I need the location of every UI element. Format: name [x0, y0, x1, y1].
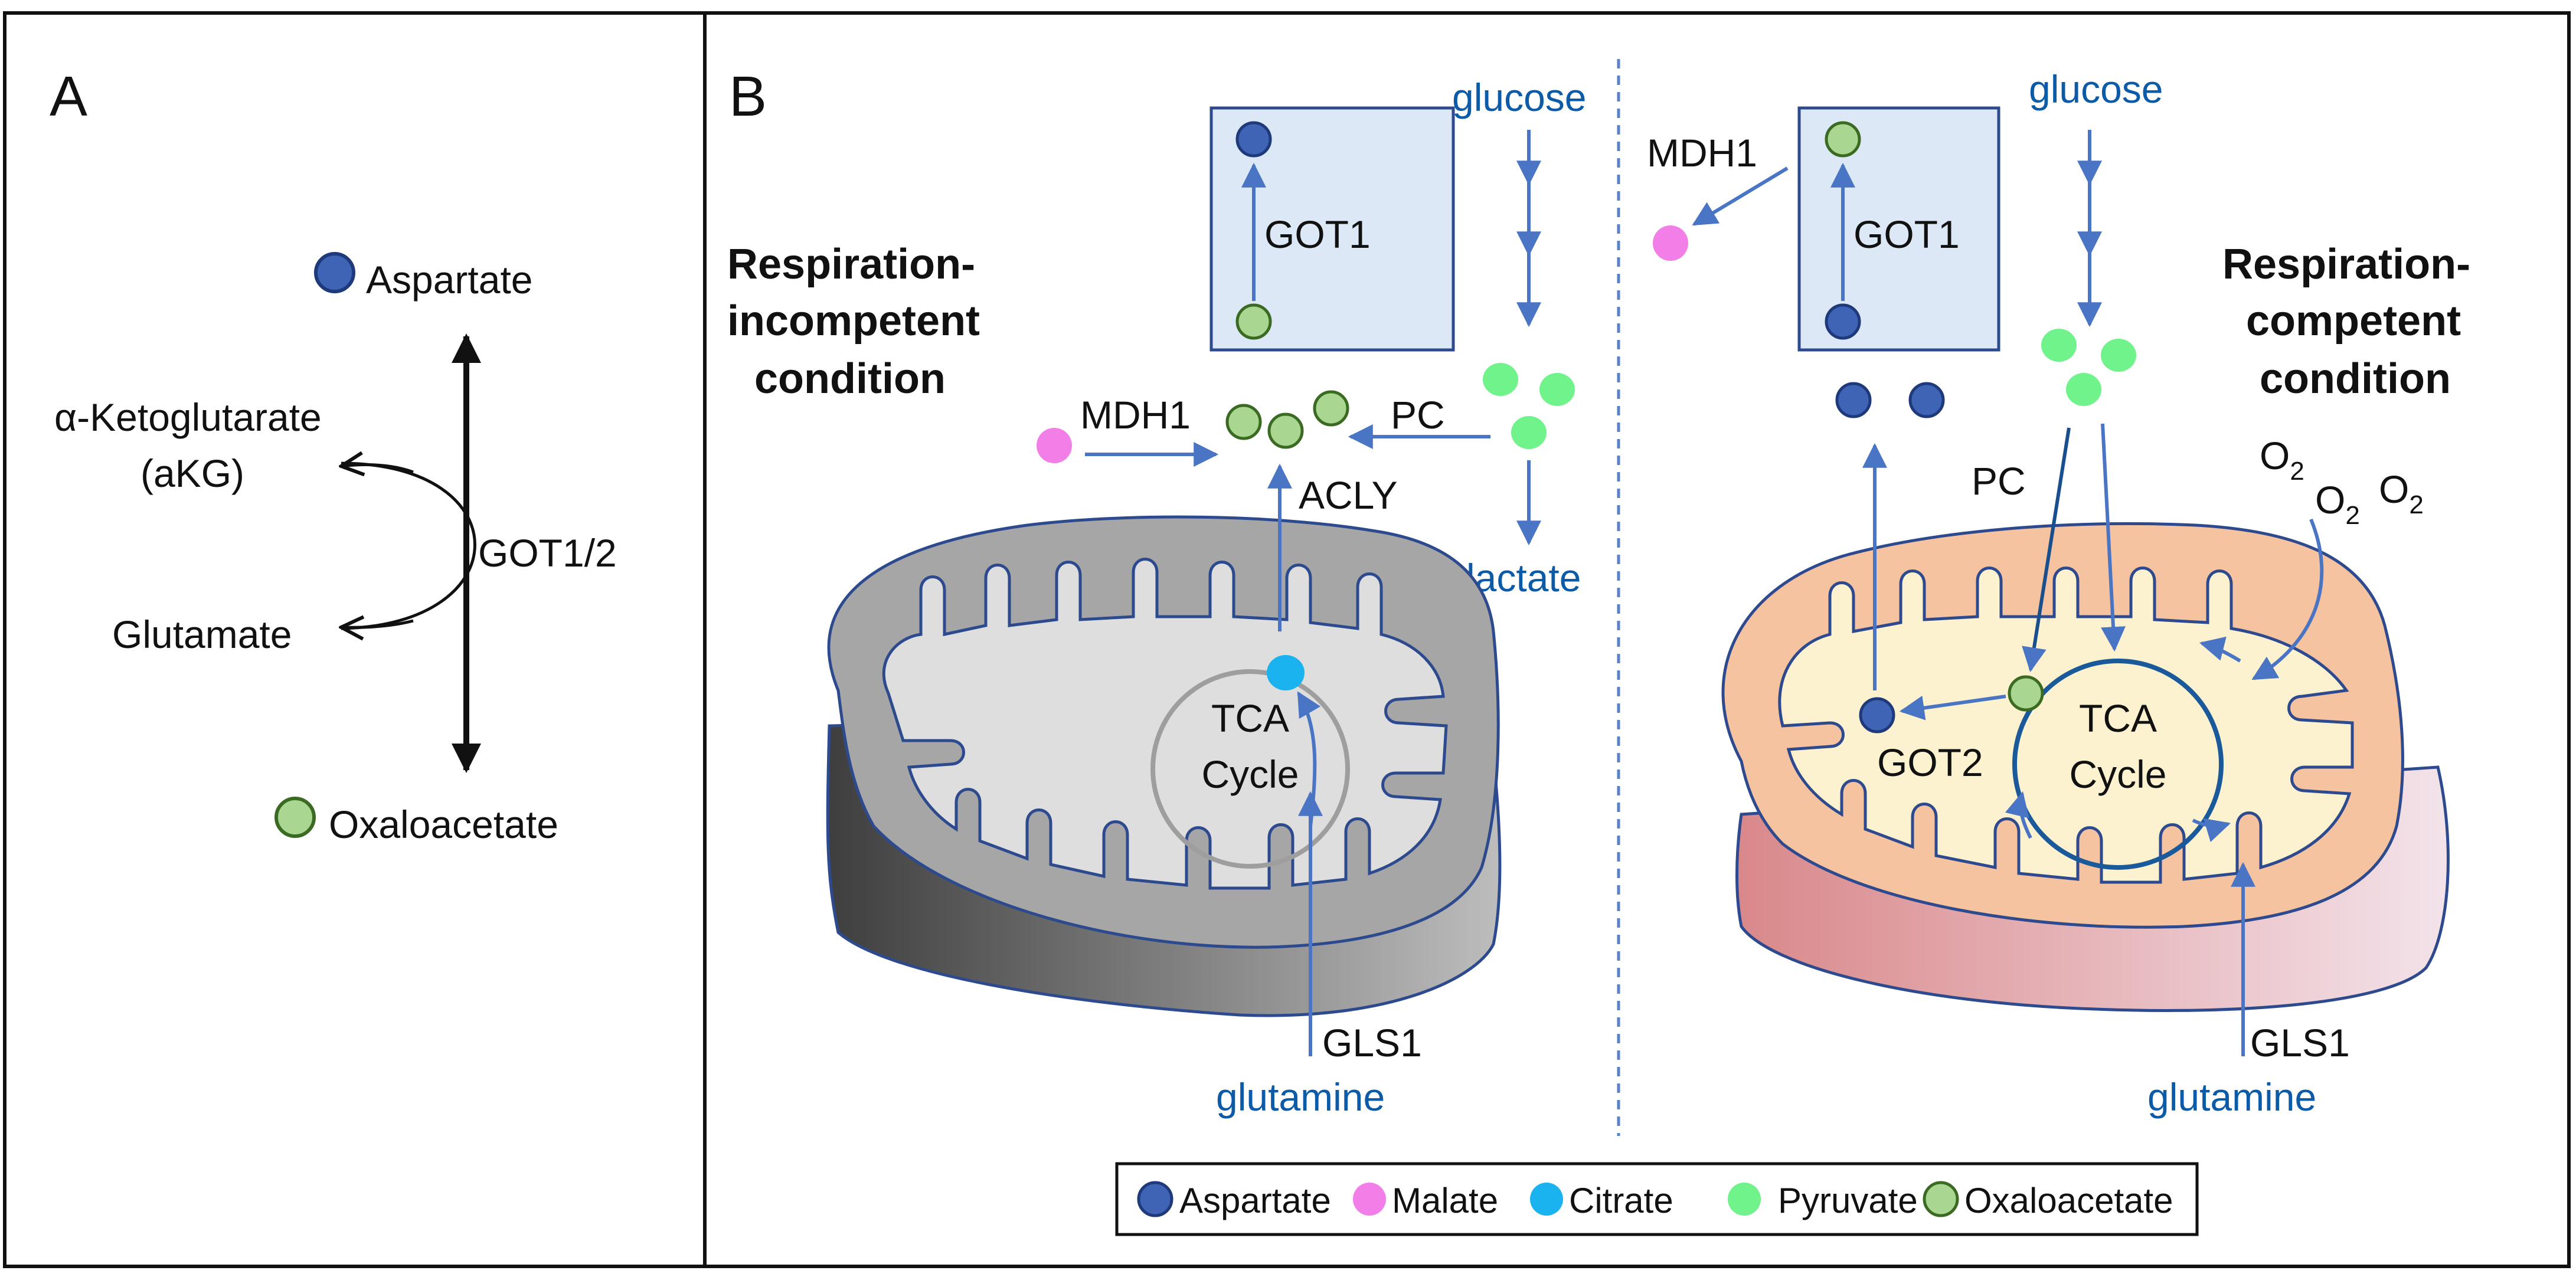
- panel-a-glutamate: Glutamate: [112, 613, 292, 656]
- right-got1-label: GOT1: [1853, 212, 1960, 256]
- svg-text:O2: O2: [2315, 478, 2360, 530]
- left-acly: ACLY: [1299, 473, 1398, 517]
- oxygen-labels: O2 O2 O2: [2260, 434, 2424, 530]
- legend: Aspartate Malate Citrate Pyruvate Oxaloa…: [1115, 1162, 2199, 1236]
- right-tca-line2: Cycle: [2069, 752, 2166, 796]
- left-glucose: glucose: [1452, 76, 1587, 119]
- legend-citrate-dot: [1530, 1183, 1563, 1216]
- citrate-dot: [1267, 655, 1305, 690]
- legend-malate: Malate: [1392, 1181, 1498, 1220]
- legend-pyruvate: Pyruvate: [1778, 1181, 1918, 1220]
- right-glutamine: glutamine: [2147, 1075, 2316, 1119]
- right-got2: GOT2: [1877, 741, 1983, 784]
- left-lactate: lactate: [1466, 556, 1581, 600]
- panel-a-oxaloacetate: Oxaloacetate: [329, 803, 558, 846]
- panel-a-enzyme: GOT1/2: [478, 531, 617, 575]
- right-gls1: GLS1: [2250, 1021, 2350, 1065]
- panel-a-label: A: [50, 65, 87, 128]
- left-tca-line2: Cycle: [1201, 752, 1299, 796]
- legend-malate-dot: [1353, 1183, 1386, 1216]
- left-got1-label: GOT1: [1264, 212, 1371, 256]
- legend-citrate: Citrate: [1569, 1181, 1673, 1220]
- panel-a: A Aspartate α-Ketoglutarate (aKG) GOT1/2…: [50, 65, 617, 846]
- svg-text:O2: O2: [2379, 467, 2424, 519]
- akg-glutamate-arc: [341, 461, 476, 630]
- legend-pyruvate-dot: [1728, 1183, 1761, 1216]
- left-tca-line1: TCA: [1211, 696, 1289, 740]
- panel-a-aspartate: Aspartate: [366, 258, 533, 302]
- legend-aspartate: Aspartate: [1179, 1181, 1331, 1220]
- svg-text:O2: O2: [2260, 434, 2304, 486]
- right-condition: Respiration- competent condition GOT1 MD…: [1647, 67, 2470, 1119]
- left-glutamine: glutamine: [1216, 1075, 1385, 1119]
- right-pc: PC: [1972, 459, 2026, 503]
- right-glucose: glucose: [2029, 67, 2163, 111]
- right-cond-line1: Respiration-: [2222, 241, 2470, 288]
- legend-aspartate-dot: [1137, 1181, 1173, 1217]
- panel-a-frame: [3, 11, 707, 1268]
- right-tca-circle: [2012, 659, 2224, 870]
- left-gls1: GLS1: [1322, 1021, 1422, 1065]
- legend-oxaloacetate-dot: [1923, 1181, 1959, 1217]
- left-cond-line1: Respiration-: [727, 241, 975, 288]
- panel-b-frame: [703, 11, 2571, 1268]
- right-cond-line3: condition: [2260, 355, 2451, 402]
- left-tca-circle: [1150, 669, 1350, 869]
- right-cond-line2: competent: [2246, 297, 2461, 345]
- left-cond-line2: incompetent: [727, 297, 980, 345]
- left-pc: PC: [1391, 393, 1445, 437]
- aspartate-circle: [314, 252, 355, 293]
- panel-a-akg-line2: (aKG): [140, 451, 244, 495]
- legend-box: [1115, 1162, 2199, 1236]
- left-condition: Respiration- incompetent condition GOT1 …: [727, 76, 1587, 1119]
- right-mdh1: MDH1: [1647, 131, 1757, 175]
- right-tca-line1: TCA: [2079, 696, 2157, 740]
- panel-b-label: B: [729, 65, 767, 128]
- panel-a-akg-line1: α-Ketoglutarate: [54, 395, 322, 439]
- oxaloacetate-circle: [274, 797, 316, 838]
- left-mdh1: MDH1: [1080, 393, 1191, 437]
- legend-oxaloacetate: Oxaloacetate: [1964, 1181, 2173, 1220]
- left-cond-line3: condition: [754, 355, 946, 402]
